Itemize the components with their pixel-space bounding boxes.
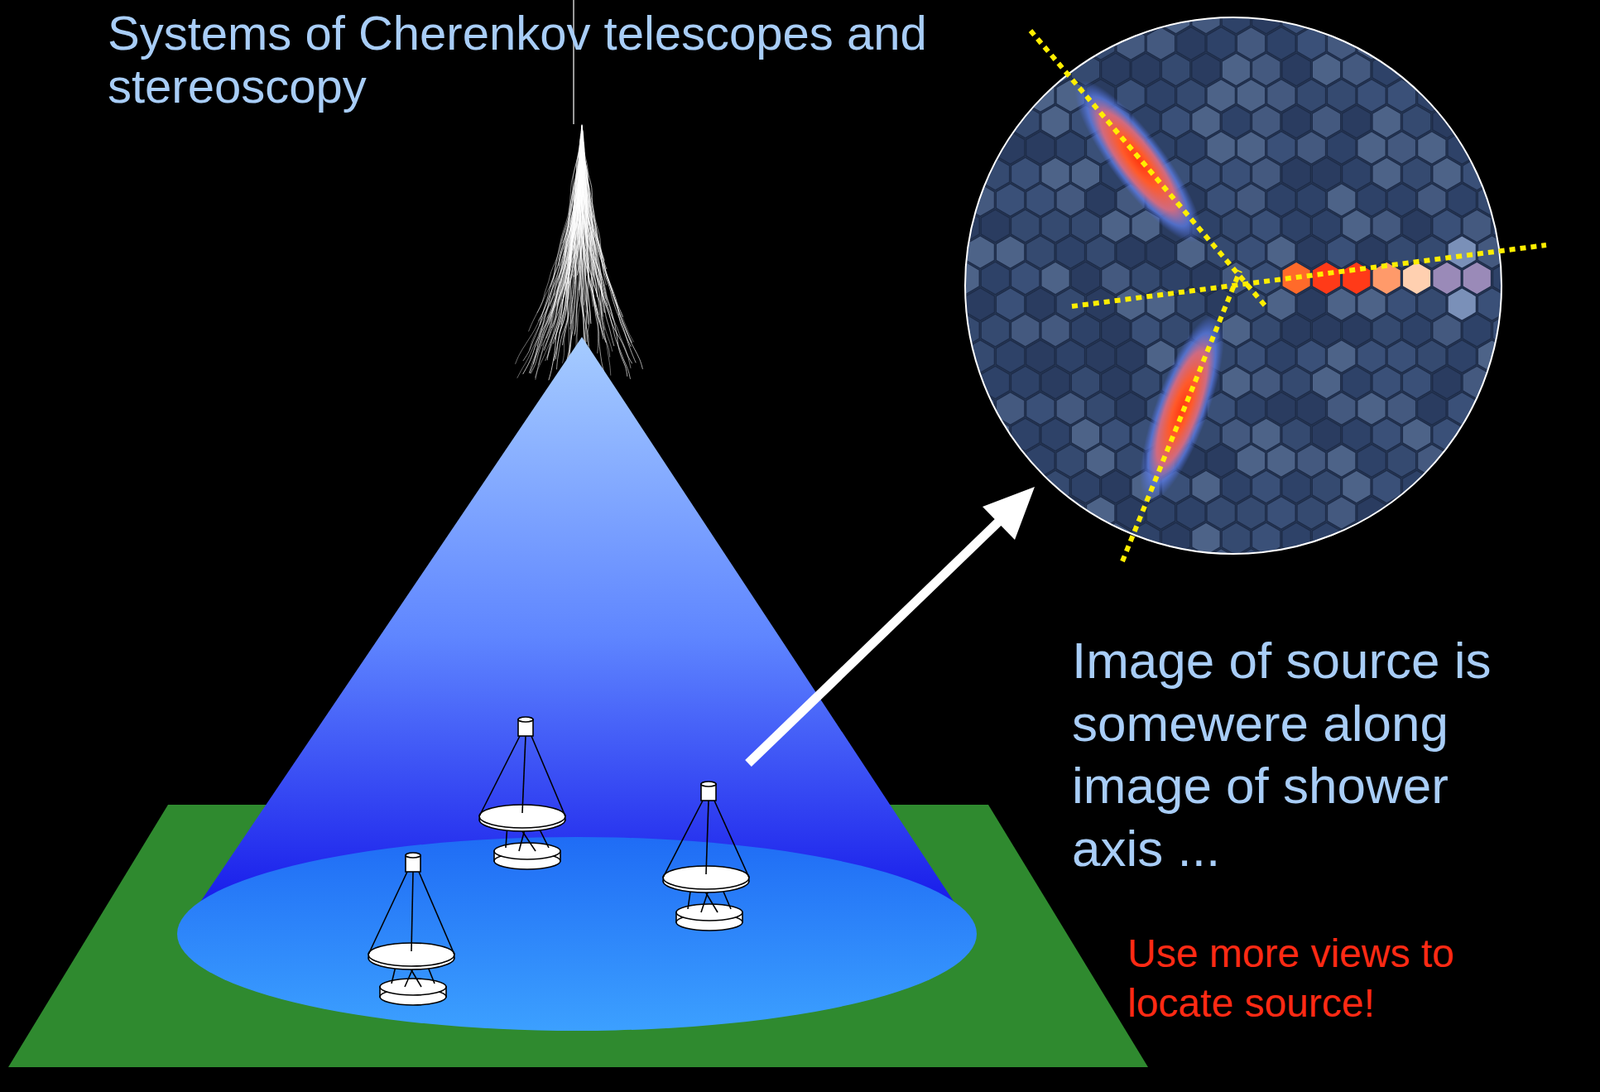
telescope: [479, 716, 566, 870]
telescopes: [368, 716, 750, 1005]
ground: [8, 804, 1149, 1067]
telescope: [663, 781, 750, 931]
telescope: [368, 852, 455, 1005]
light-pool: [177, 836, 977, 1031]
explanation-note: Image of source is somewere along image …: [1071, 629, 1524, 880]
camera-pixels: [951, 0, 1538, 582]
pointer-arrow: [748, 486, 1035, 764]
conclusion-note: Use more views to locate source!: [1127, 928, 1517, 1029]
slide-title: Systems of Cherenkov telescopes and ster…: [107, 6, 1060, 113]
image-axes: [1030, 30, 1547, 562]
